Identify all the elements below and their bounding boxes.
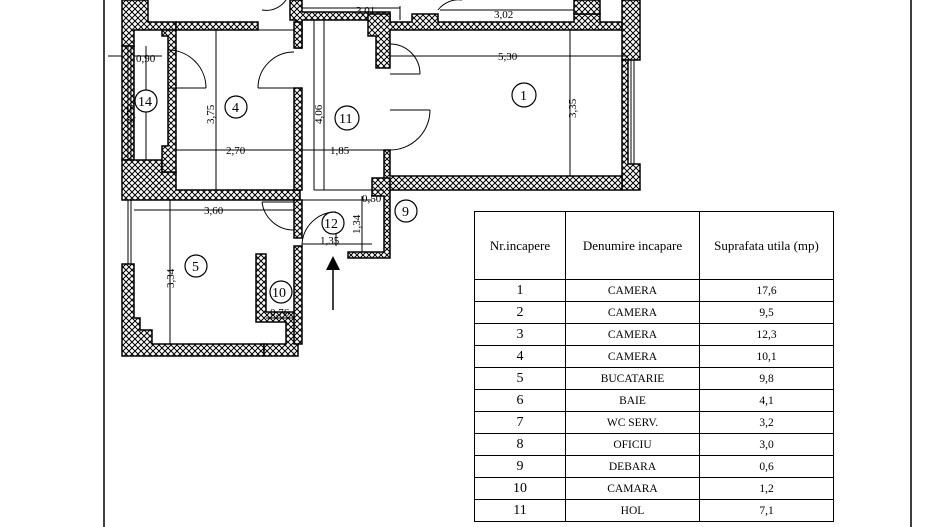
cell-name: HOL <box>565 499 700 522</box>
cell-name: WC SERV. <box>565 411 700 434</box>
dim-3-01: 3,01 <box>356 5 375 17</box>
dim-2-75: 2,75 <box>125 104 137 124</box>
header-nr: Nr.incapere <box>474 211 566 280</box>
dim-3-60: 3,60 <box>204 205 224 217</box>
cell-nr: 2 <box>474 301 566 324</box>
room-marker-12: 12 <box>324 217 338 232</box>
dim-3-35: 3,35 <box>567 98 579 118</box>
cell-name: CAMERA <box>565 301 700 324</box>
entrance-arrow-icon <box>326 256 340 310</box>
cell-area: 1,2 <box>699 477 834 500</box>
dim-5-30: 5,30 <box>498 51 518 63</box>
dim-3-75: 3,75 <box>205 104 217 124</box>
room-marker-4: 4 <box>232 101 239 116</box>
cell-area: 0,6 <box>699 455 834 478</box>
header-denumire: Denumire incapare <box>565 211 700 280</box>
cell-name: BUCATARIE <box>565 367 700 390</box>
room-area-table: Nr.incapere Denumire incapare Suprafata … <box>474 211 834 522</box>
room-marker-9: 9 <box>402 205 409 220</box>
cell-area: 12,3 <box>699 323 834 346</box>
cell-name: OFICIU <box>565 433 700 456</box>
room-marker-11: 11 <box>339 112 352 127</box>
dim-0-50: 0,50 <box>362 193 382 205</box>
cell-nr: 8 <box>474 433 566 456</box>
cell-area: 3,2 <box>699 411 834 434</box>
room-marker-14: 14 <box>138 95 152 110</box>
room-marker-10: 10 <box>272 286 286 301</box>
cell-name: CAMERA <box>565 279 700 302</box>
cell-nr: 5 <box>474 367 566 390</box>
dim-3-34: 3,34 <box>165 268 177 288</box>
dimension-labels: 3,01 3,02 0,90 5,30 2,75 3,75 4,06 3,35 … <box>125 5 579 319</box>
dim-0-90: 0,90 <box>136 53 156 65</box>
cell-name: CAMERA <box>565 345 700 368</box>
dim-2-70: 2,70 <box>226 145 246 157</box>
dim-0-76: 0,76 <box>270 307 290 319</box>
cell-area: 7,1 <box>699 499 834 522</box>
cell-nr: 1 <box>474 279 566 302</box>
header-suprafata: Suprafata utila (mp) <box>699 211 834 280</box>
thin-walls <box>127 6 635 264</box>
cell-name: CAMERA <box>565 323 700 346</box>
cell-name: DEBARA <box>565 455 700 478</box>
cell-nr: 9 <box>474 455 566 478</box>
cell-area: 9,5 <box>699 301 834 324</box>
cell-area: 10,1 <box>699 345 834 368</box>
cell-name: BAIE <box>565 389 700 412</box>
table-header-row: Nr.incapere Denumire incapare Suprafata … <box>474 211 834 280</box>
room-marker-1: 1 <box>520 89 527 104</box>
cell-nr: 6 <box>474 389 566 412</box>
room-markers: 14 4 11 1 5 10 9 12 <box>134 82 537 304</box>
room-marker-5: 5 <box>192 260 199 275</box>
cell-nr: 3 <box>474 323 566 346</box>
dim-1-34: 1,34 <box>351 214 363 234</box>
dim-3-02: 3,02 <box>494 9 513 21</box>
dim-1-35: 1,35 <box>320 235 340 247</box>
cell-nr: 11 <box>474 499 566 522</box>
cell-area: 4,1 <box>699 389 834 412</box>
cell-name: CAMARA <box>565 477 700 500</box>
cell-nr: 10 <box>474 477 566 500</box>
dim-4-06: 4,06 <box>313 104 325 124</box>
dim-1-85: 1,85 <box>330 145 350 157</box>
cell-nr: 7 <box>474 411 566 434</box>
cell-area: 3,0 <box>699 433 834 456</box>
cell-area: 17,6 <box>699 279 834 302</box>
cell-nr: 4 <box>474 345 566 368</box>
cell-area: 9,8 <box>699 367 834 390</box>
